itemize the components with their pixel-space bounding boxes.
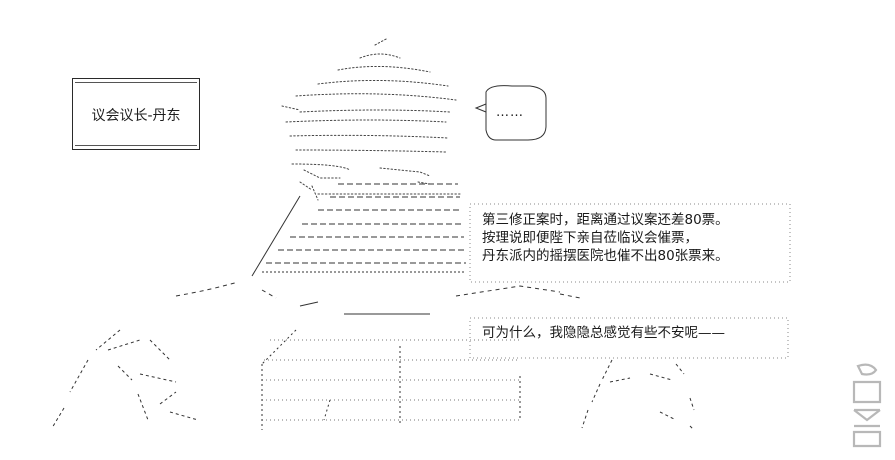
speech-bubble: …… xyxy=(476,84,546,144)
speaker-name-box: 议会议长-丹东 xyxy=(72,78,200,150)
narration-caption-2: 可为什么，我隐隐总感觉有些不安呢—— xyxy=(482,324,725,342)
speaker-name: 议会议长-丹东 xyxy=(91,108,181,124)
narration-line: 按理说即便陛下亲自莅临议会催票， xyxy=(482,230,698,246)
narration-line: 可为什么，我隐隐总感觉有些不安呢—— xyxy=(482,325,725,341)
name-box-top-rule xyxy=(75,82,197,83)
name-box-bottom-rule xyxy=(75,145,197,146)
dm5-watermark-logo xyxy=(852,363,882,448)
speech-bubble-text: …… xyxy=(496,105,524,120)
narration-caption-1: 第三修正案时，距离通过议案还差80票。 按理说即便陛下亲自莅临议会催票， 丹东派… xyxy=(482,211,729,265)
narration-line: 第三修正案时，距离通过议案还差80票。 xyxy=(482,212,729,228)
narration-line: 丹东派内的摇摆医院也催不出80张票来。 xyxy=(482,248,729,264)
